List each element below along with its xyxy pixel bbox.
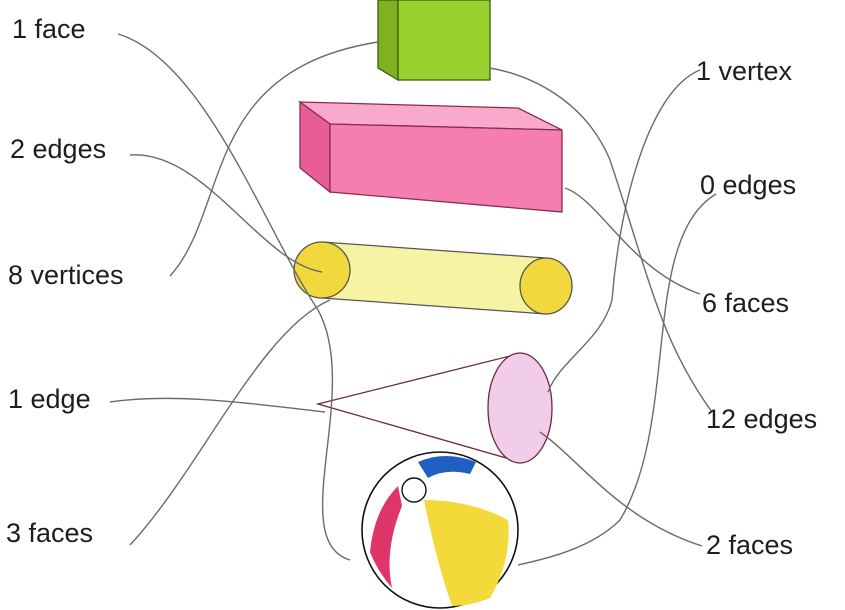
cone-base-face	[487, 352, 553, 464]
cuboid-shape	[297, 100, 563, 213]
cylinder-shape	[293, 241, 573, 315]
match-line-3-faces	[129, 299, 331, 546]
label-1-vertex: 1 vertex	[696, 56, 793, 86]
match-line-1-edge	[109, 397, 326, 413]
match-line-12-edges	[489, 67, 713, 413]
label-6-faces: 6 faces	[702, 288, 790, 318]
match-line-0-edges	[517, 193, 717, 566]
cube-shape	[377, 0, 491, 82]
cylinder-top-edge	[321, 241, 547, 259]
cylinder-right-face	[519, 257, 573, 315]
label-0-edges: 0 edges	[700, 170, 797, 200]
cube-front-face	[397, 0, 491, 81]
ball-blue-panel	[418, 456, 476, 478]
label-2-edges: 2 edges	[10, 134, 107, 164]
cube-side-face	[377, 0, 399, 82]
label-12-edges: 12 edges	[706, 404, 818, 434]
match-line-6-faces	[564, 187, 701, 295]
cylinder-body	[322, 242, 546, 314]
ball-red-panel	[370, 486, 402, 588]
cylinder-left-face	[293, 241, 351, 299]
ball-cap	[401, 477, 427, 503]
match-line-1-face	[117, 33, 351, 561]
match-line-8-vertices	[169, 41, 379, 277]
label-8-vertices: 8 vertices	[8, 260, 124, 290]
label-1-edge: 1 edge	[8, 384, 91, 414]
cuboid-front-face	[329, 123, 563, 213]
sphere-shape	[361, 451, 519, 609]
matching-lines	[109, 33, 717, 566]
label-2-faces: 2 faces	[706, 530, 794, 560]
cone-shape	[315, 352, 553, 464]
ball-yellow-panel	[424, 500, 509, 606]
label-3-faces: 3 faces	[6, 518, 94, 548]
label-1-face: 1 face	[12, 14, 86, 44]
match-line-2-edges	[129, 154, 323, 273]
match-line-2-faces	[539, 431, 703, 547]
cylinder-bottom-edge	[321, 297, 547, 315]
match-line-1-vertex	[547, 69, 701, 393]
